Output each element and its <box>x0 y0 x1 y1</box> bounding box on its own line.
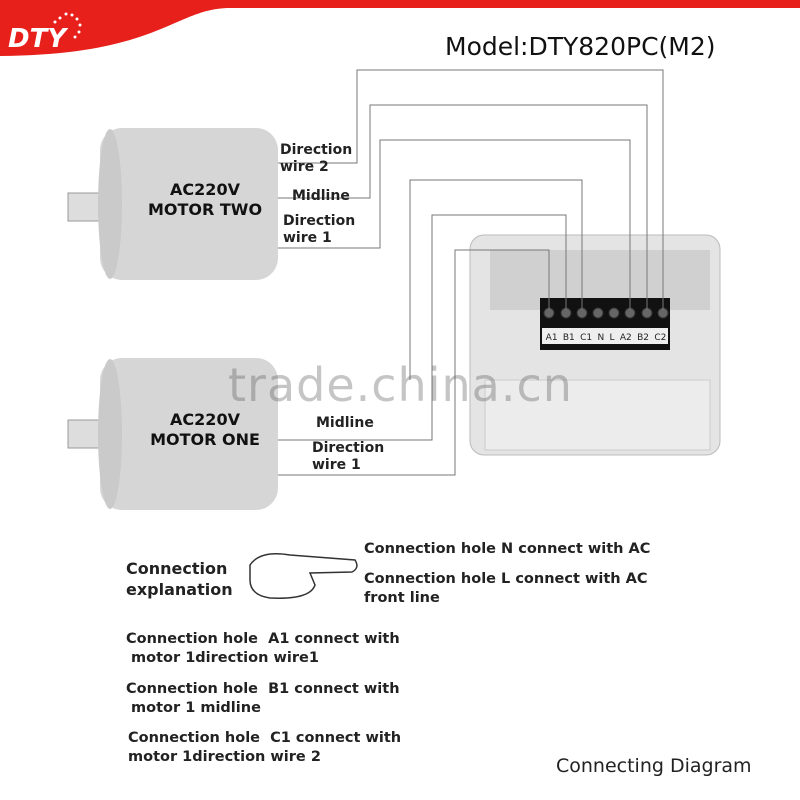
pointing-hand-icon <box>249 553 358 599</box>
motor-one-graphic <box>67 358 278 510</box>
terminal-b1: B1 <box>562 333 575 343</box>
header-banner <box>0 0 800 56</box>
motor-one-name: MOTOR ONE <box>150 430 260 449</box>
model-title: Model:DTY820PC(M2) <box>445 32 716 61</box>
watermark: trade.china.cn <box>228 358 573 412</box>
explanation-l: Connection hole L connect with AC <box>364 571 648 587</box>
wire-label-direction-1-motor-one: Direction wire 1 <box>312 440 385 473</box>
explanation-c1-line1: Connection hole C1 connect with <box>128 730 402 746</box>
terminal-a1: A1 <box>545 333 558 343</box>
motor-one-voltage: AC220V <box>170 410 240 429</box>
explanation-n: Connection hole N connect with AC <box>364 541 651 557</box>
explanation-b1-line1: Connection hole B1 connect with <box>126 681 400 697</box>
controller-box <box>469 234 721 456</box>
wire-label-midline-motor-two: Midline <box>292 188 350 204</box>
explanation-title: Connection explanation <box>126 558 233 600</box>
terminal-l: L <box>609 333 615 343</box>
terminal-a2: A2 <box>619 333 632 343</box>
motor-two-name: MOTOR TWO <box>147 200 263 219</box>
terminal-labels: A1 B1 C1 N L A2 B2 C2 <box>543 333 669 343</box>
explanation-a1: Connection hole A1 connect with motor 1d… <box>126 630 400 668</box>
motor-two-voltage: AC220V <box>170 180 240 199</box>
wire-label-direction-1-motor-two: Direction wire 1 <box>283 213 356 246</box>
explanation-a1-line2: motor 1direction wire1 <box>126 650 319 666</box>
explanation-title-line2: explanation <box>126 580 233 599</box>
explanation-b1-line2: motor 1 midline <box>126 700 261 716</box>
wires <box>278 69 664 476</box>
sun-logo-icon <box>53 12 82 39</box>
terminal-c2: C2 <box>654 333 667 343</box>
terminal-c1: C1 <box>580 333 593 343</box>
explanation-l-cont: front line <box>364 590 440 606</box>
wire-label-direction-2-motor-two: Direction wire 2 <box>280 142 353 175</box>
explanation-c1-line2: motor 1direction wire 2 <box>128 749 321 765</box>
terminal-n: N <box>597 333 605 343</box>
diagram-caption: Connecting Diagram <box>556 755 752 777</box>
motor-two-graphic <box>67 128 278 280</box>
wire-label-midline-motor-one: Midline <box>316 415 374 431</box>
explanation-title-line1: Connection <box>126 559 228 578</box>
explanation-b1: Connection hole B1 connect with motor 1 … <box>126 680 400 718</box>
dty-logo: DTY <box>8 24 67 54</box>
terminal-b2: B2 <box>637 333 649 343</box>
explanation-c1: Connection hole C1 connect with motor 1di… <box>128 729 401 767</box>
explanation-a1-line1: Connection hole A1 connect with <box>126 631 400 647</box>
